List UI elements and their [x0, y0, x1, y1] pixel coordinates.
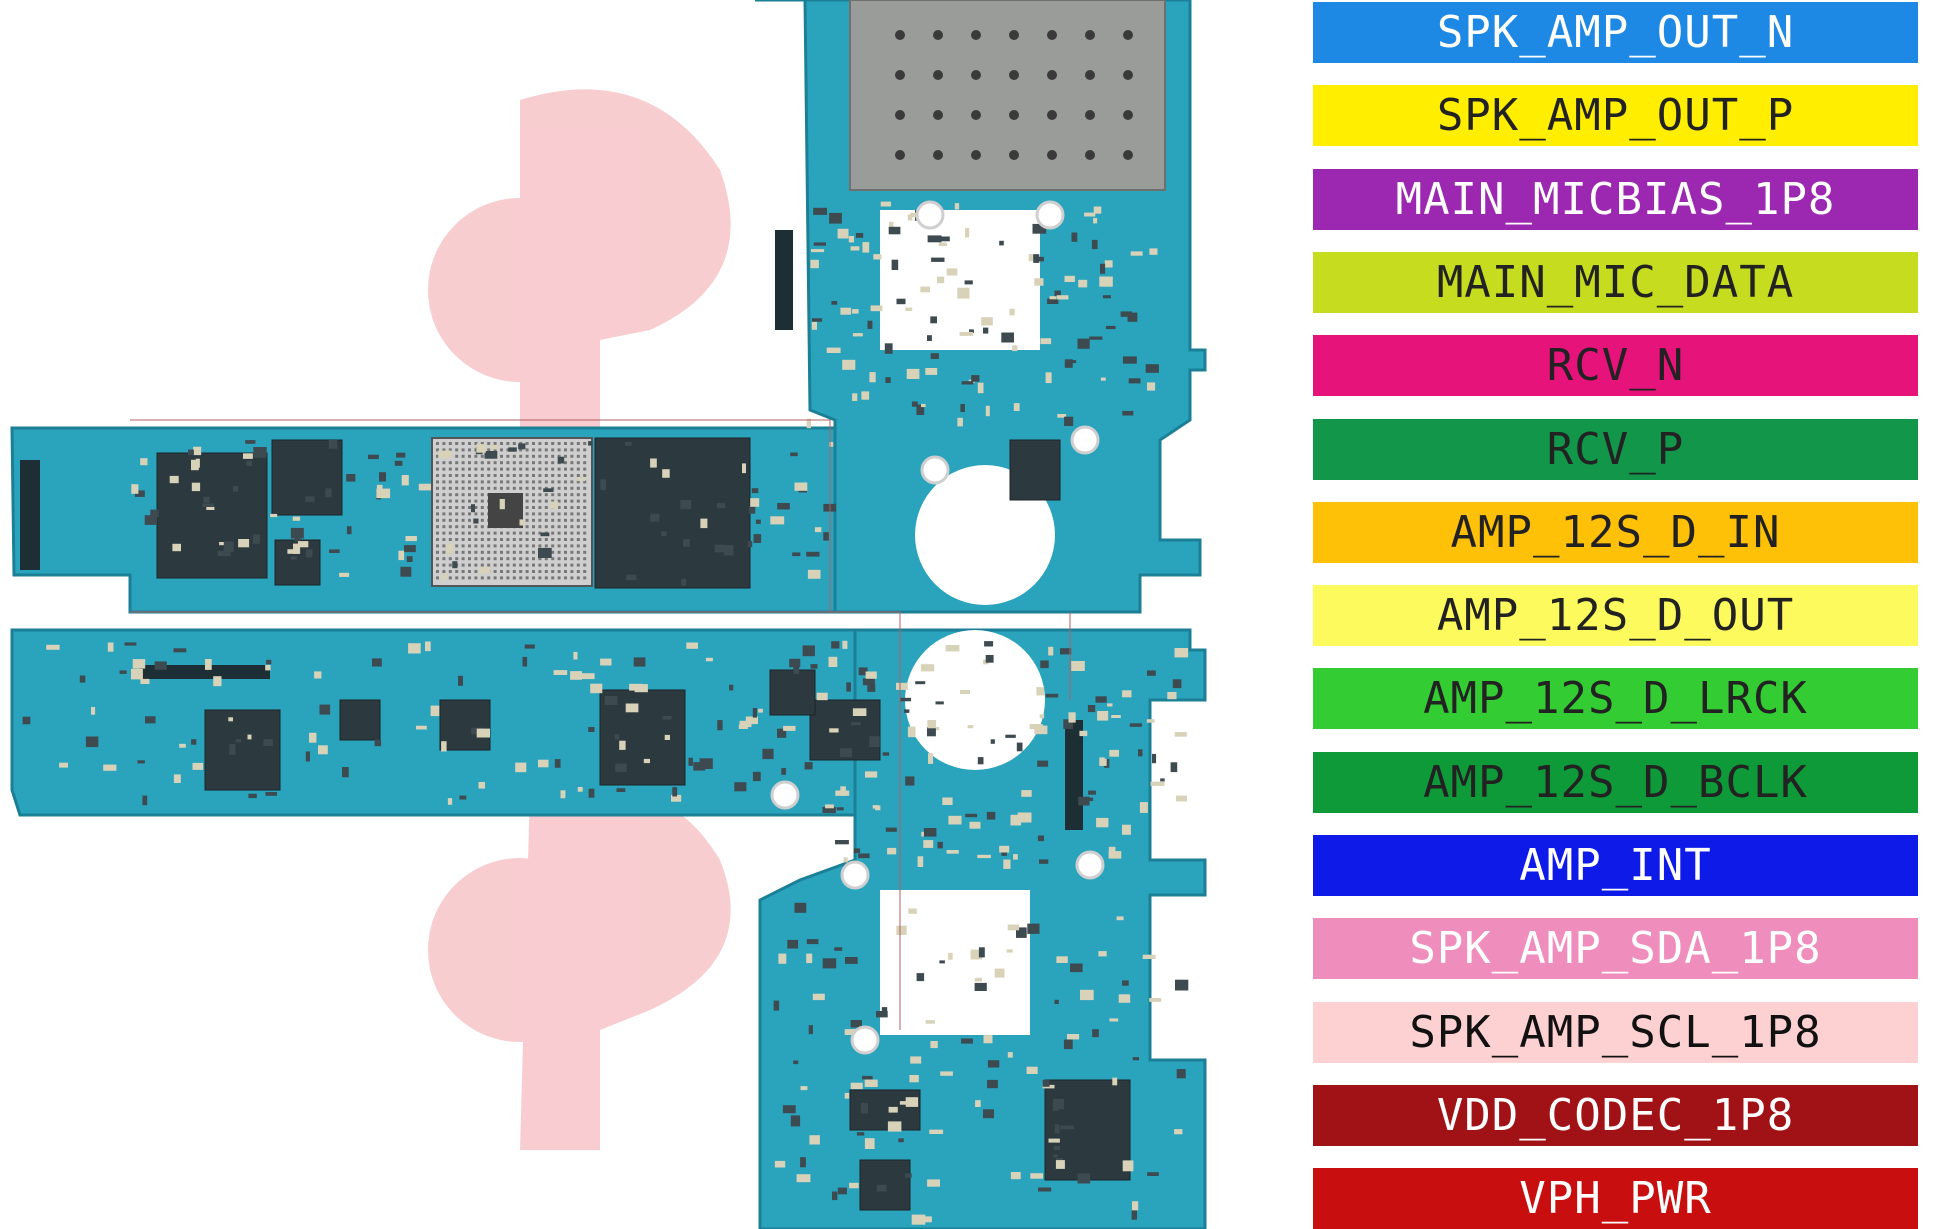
legend-item-spk-amp-scl-1p8: SPK_AMP_SCL_1P8 [1313, 1002, 1918, 1063]
watermark-logo-icon [428, 89, 731, 1150]
mounting-hole [920, 455, 950, 485]
board-cutout [880, 210, 1040, 350]
ic-chip-icon [271, 439, 343, 516]
mounting-hole [1035, 200, 1065, 230]
legend-item-rcv-p: RCV_P [1313, 419, 1918, 480]
board-cutout [880, 890, 1030, 1035]
ic-chip-icon [204, 709, 281, 791]
mounting-hole [840, 860, 870, 890]
sim-tray-icon [849, 0, 1166, 191]
legend-item-main-mic-data: MAIN_MIC_DATA [1313, 252, 1918, 313]
legend-item-amp-12s-d-lrck: AMP_12S_D_LRCK [1313, 668, 1918, 729]
ic-chip-icon [439, 699, 491, 751]
ic-chip-icon [599, 689, 686, 786]
mounting-hole [770, 780, 800, 810]
legend-item-spk-amp-out-n: SPK_AMP_OUT_N [1313, 2, 1918, 63]
ic-chip-icon [1009, 439, 1061, 501]
mounting-hole [1070, 425, 1100, 455]
legend-item-main-micbias-1p8: MAIN_MICBIAS_1P8 [1313, 169, 1918, 230]
signal-legend: SPK_AMP_OUT_N SPK_AMP_OUT_P MAIN_MICBIAS_1… [1313, 0, 1918, 1229]
ic-chip-icon [769, 669, 816, 716]
processor-chip-icon [431, 437, 593, 587]
ic-chip-icon [594, 437, 751, 589]
legend-item-amp-12s-d-in: AMP_12S_D_IN [1313, 502, 1918, 563]
legend-item-vdd-codec-1p8: VDD_CODEC_1P8 [1313, 1085, 1918, 1146]
ic-chip-icon [339, 699, 381, 741]
legend-item-amp-12s-d-out: AMP_12S_D_OUT [1313, 585, 1918, 646]
mounting-hole [915, 200, 945, 230]
board-cutout [905, 630, 1045, 770]
smd-components [22, 201, 1189, 1225]
mounting-hole [850, 1025, 880, 1055]
ic-chip-icon [849, 1089, 921, 1131]
pcb-board-icon [10, 0, 1207, 1229]
trace-lines [130, 419, 1071, 1030]
legend-item-spk-amp-sda-1p8: SPK_AMP_SDA_1P8 [1313, 918, 1918, 979]
legend-item-rcv-n: RCV_N [1313, 335, 1918, 396]
legend-item-vph-pwr: VPH_PWR [1313, 1168, 1918, 1229]
mounting-hole [1075, 850, 1105, 880]
legend-item-amp-12s-d-bclk: AMP_12S_D_BCLK [1313, 752, 1918, 813]
legend-item-spk-amp-out-p: SPK_AMP_OUT_P [1313, 85, 1918, 146]
connector [20, 230, 1083, 830]
legend-item-amp-int: AMP_INT [1313, 835, 1918, 896]
ic-chip-icon [156, 452, 268, 579]
